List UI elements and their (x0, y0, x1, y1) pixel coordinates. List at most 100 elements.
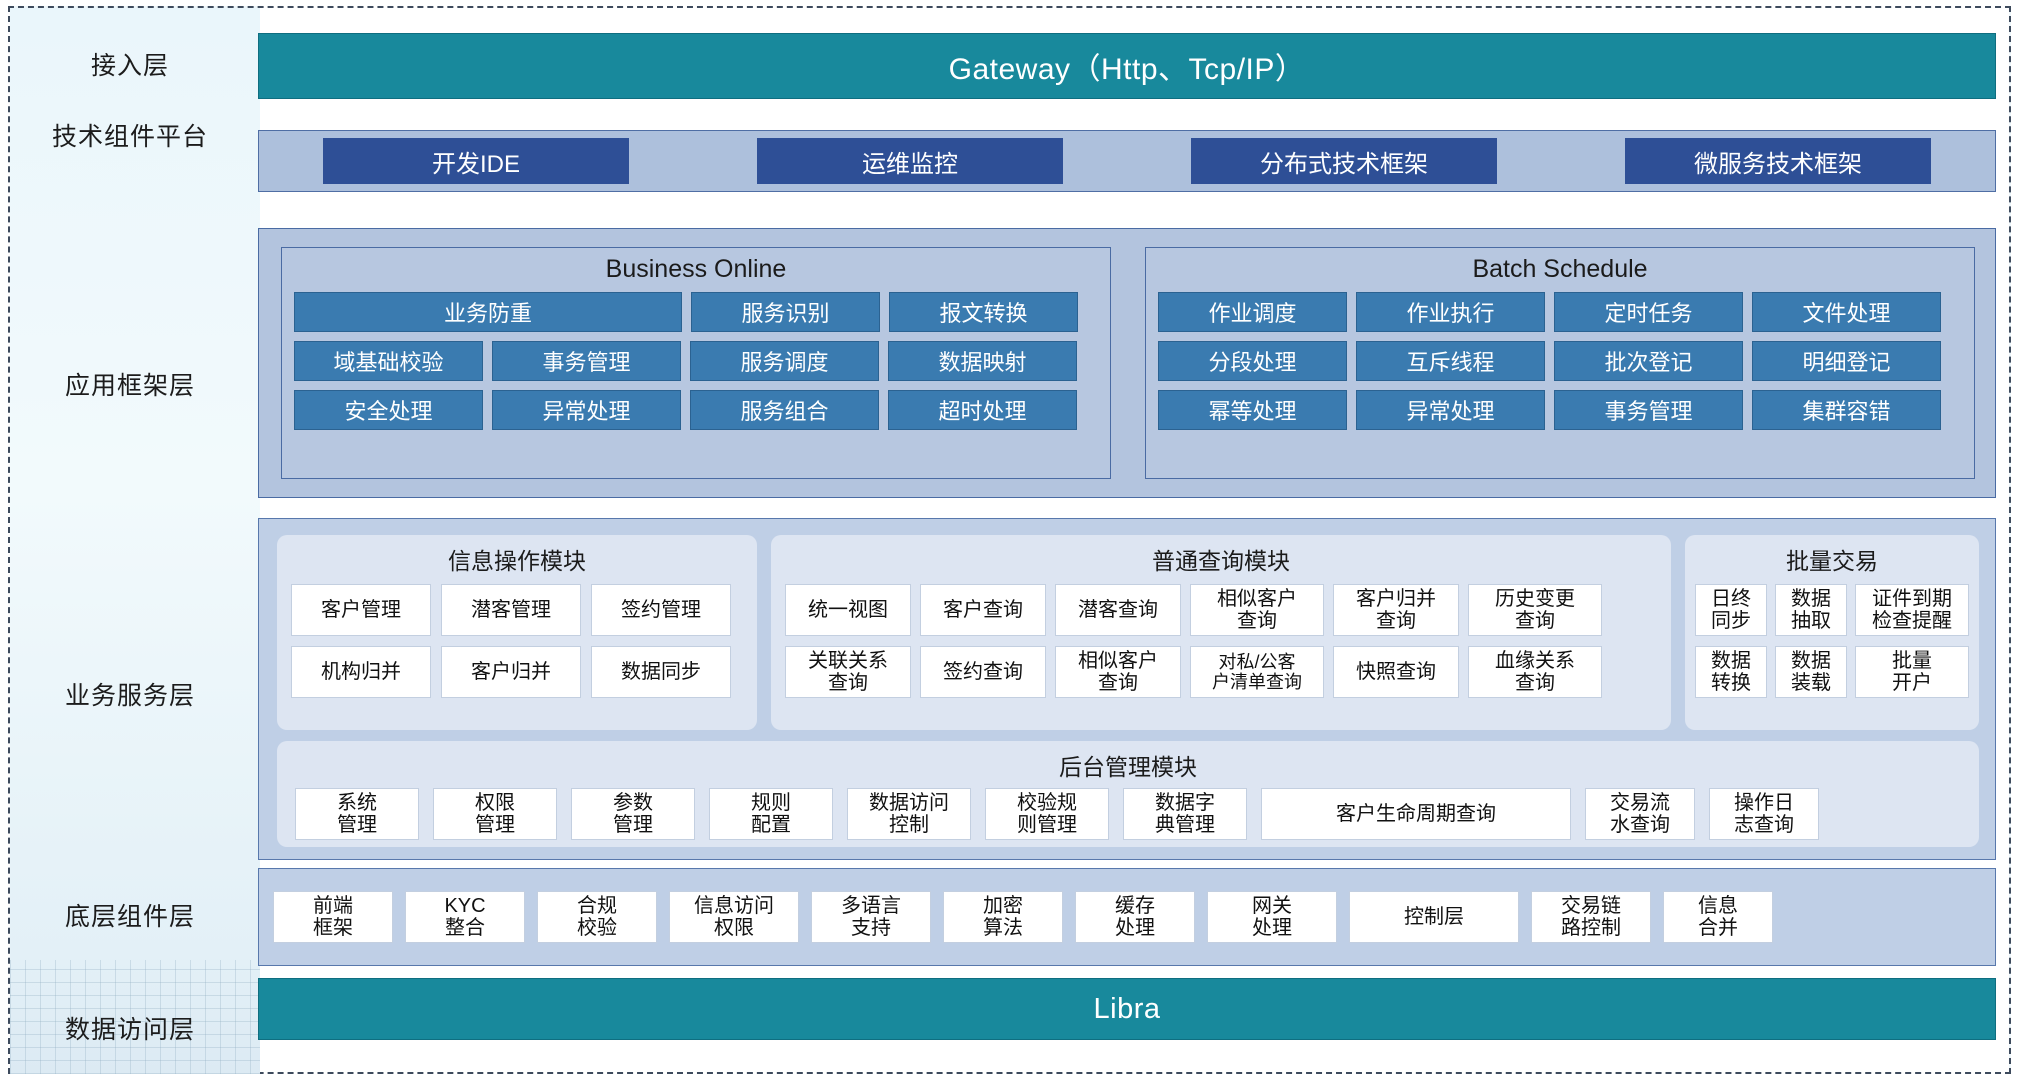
cell-rule-config[interactable]: 规则 配置 (709, 788, 833, 840)
cell-operation-log-query[interactable]: 操作日 志查询 (1709, 788, 1819, 840)
cell-similar-customer-query-1[interactable]: 相似客户 查询 (1190, 584, 1324, 636)
cell-customer-merge-query[interactable]: 客户归并 查询 (1333, 584, 1459, 636)
cell-customer-merge[interactable]: 客户归并 (441, 646, 581, 698)
cell-customer-query[interactable]: 客户查询 (920, 584, 1046, 636)
cell-relation-query[interactable]: 关联关系 查询 (785, 646, 911, 698)
cell-exception-handling-batch[interactable]: 异常处理 (1356, 390, 1545, 430)
cell-transaction-flow-query[interactable]: 交易流 水查询 (1585, 788, 1695, 840)
business-online-row-3: 安全处理 异常处理 服务组合 超时处理 (282, 390, 1110, 430)
cell-parameter-mgmt[interactable]: 参数 管理 (571, 788, 695, 840)
cell-data-mapping[interactable]: 数据映射 (888, 341, 1077, 381)
layer-label-component: 底层组件层 (64, 903, 195, 931)
layer-label-access: 接入层 (90, 52, 169, 80)
cell-transaction-mgmt[interactable]: 事务管理 (492, 341, 681, 381)
cell-security-handling[interactable]: 安全处理 (294, 390, 483, 430)
cell-segment-processing[interactable]: 分段处理 (1158, 341, 1347, 381)
business-online-row-2: 域基础校验 事务管理 服务调度 数据映射 (282, 341, 1110, 381)
cell-history-change-query[interactable]: 历史变更 查询 (1468, 584, 1602, 636)
left-grid-texture (10, 960, 260, 1074)
query-module-row-2: 关联关系 查询 签约查询 相似客户 查询 对私/公客 户清单查询 快照查询 血缘… (771, 646, 1671, 698)
cell-encryption-algorithm[interactable]: 加密 算法 (943, 891, 1063, 943)
cell-customer-lifecycle-query[interactable]: 客户生命周期查询 (1261, 788, 1571, 840)
cell-data-load[interactable]: 数据 装载 (1775, 646, 1847, 698)
cell-detail-register[interactable]: 明细登记 (1752, 341, 1941, 381)
cell-batch-account-open[interactable]: 批量 开户 (1855, 646, 1969, 698)
cell-prospect-query[interactable]: 潜客查询 (1055, 584, 1181, 636)
gateway-bar[interactable]: Gateway（Http、Tcp/IP） (258, 33, 1996, 99)
cell-lineage-relation-query[interactable]: 血缘关系 查询 (1468, 646, 1602, 698)
cell-snapshot-query[interactable]: 快照查询 (1333, 646, 1459, 698)
cell-data-transform[interactable]: 数据 转换 (1695, 646, 1767, 698)
cell-info-merge[interactable]: 信息 合并 (1663, 891, 1773, 943)
info-module-row-1: 客户管理 潜客管理 签约管理 (277, 584, 757, 636)
cell-frontend-framework[interactable]: 前端 框架 (273, 891, 393, 943)
backend-admin-title: 后台管理模块 (1059, 754, 1197, 780)
business-online-group: Business Online 业务防重 服务识别 报文转换 域基础校验 事务管… (281, 247, 1111, 479)
cell-data-access-control[interactable]: 数据访问 控制 (847, 788, 971, 840)
cell-contract-query[interactable]: 签约查询 (920, 646, 1046, 698)
batch-transaction-title: 批量交易 (1786, 548, 1878, 574)
cell-gateway-handling[interactable]: 网关 处理 (1207, 891, 1337, 943)
business-service-panel: 信息操作模块 客户管理 潜客管理 签约管理 机构归并 客户归并 数据同步 普通查… (258, 518, 1996, 860)
cell-multilanguage-support[interactable]: 多语言 支持 (811, 891, 931, 943)
cell-private-public-customer-list-query[interactable]: 对私/公客 户清单查询 (1190, 646, 1324, 698)
cell-similar-customer-query-2[interactable]: 相似客户 查询 (1055, 646, 1181, 698)
cell-service-composition[interactable]: 服务组合 (690, 390, 879, 430)
cell-prospect-mgmt[interactable]: 潜客管理 (441, 584, 581, 636)
data-access-title: Libra (1093, 992, 1161, 1025)
cell-file-processing[interactable]: 文件处理 (1752, 292, 1941, 332)
cell-data-extract[interactable]: 数据 抽取 (1775, 584, 1847, 636)
app-framework-panel: Business Online 业务防重 服务识别 报文转换 域基础校验 事务管… (258, 228, 1996, 498)
cell-transaction-chain-control[interactable]: 交易链 路控制 (1531, 891, 1651, 943)
cell-exception-handling-online[interactable]: 异常处理 (492, 390, 681, 430)
cell-org-merge[interactable]: 机构归并 (291, 646, 431, 698)
batch-module-row-1: 日终 同步 数据 抽取 证件到期 检查提醒 (1685, 584, 1979, 636)
cell-batch-register[interactable]: 批次登记 (1554, 341, 1743, 381)
cell-cluster-fault-tolerance[interactable]: 集群容错 (1752, 390, 1941, 430)
cell-eod-sync[interactable]: 日终 同步 (1695, 584, 1767, 636)
cell-permission-mgmt[interactable]: 权限 管理 (433, 788, 557, 840)
info-module-row-2: 机构归并 客户归并 数据同步 (277, 646, 757, 698)
cell-compliance-check[interactable]: 合规 校验 (537, 891, 657, 943)
layer-label-data-access: 数据访问层 (64, 1016, 195, 1044)
cell-job-execute[interactable]: 作业执行 (1356, 292, 1545, 332)
cell-kyc-integration[interactable]: KYC 整合 (405, 891, 525, 943)
cell-unified-view[interactable]: 统一视图 (785, 584, 911, 636)
cell-idempotent-handling[interactable]: 幂等处理 (1158, 390, 1347, 430)
cell-cache-handling[interactable]: 缓存 处理 (1075, 891, 1195, 943)
common-query-title: 普通查询模块 (1152, 548, 1290, 574)
info-operation-title: 信息操作模块 (448, 548, 586, 574)
cell-message-transform[interactable]: 报文转换 (889, 292, 1078, 332)
batch-schedule-row-1: 作业调度 作业执行 定时任务 文件处理 (1146, 292, 1974, 332)
business-online-title: Business Online (605, 255, 787, 283)
cell-domain-base-validate[interactable]: 域基础校验 (294, 341, 483, 381)
cell-data-sync[interactable]: 数据同步 (591, 646, 731, 698)
cell-service-dispatch[interactable]: 服务调度 (690, 341, 879, 381)
data-access-bar[interactable]: Libra (258, 978, 1996, 1040)
left-label-background (10, 8, 260, 1072)
cell-info-access-permission[interactable]: 信息访问 权限 (669, 891, 799, 943)
cell-timeout-handling[interactable]: 超时处理 (888, 390, 1077, 430)
cell-contract-mgmt[interactable]: 签约管理 (591, 584, 731, 636)
cell-customer-mgmt[interactable]: 客户管理 (291, 584, 431, 636)
tech-chip-ide[interactable]: 开发IDE (323, 138, 629, 184)
cell-timed-task[interactable]: 定时任务 (1554, 292, 1743, 332)
tech-platform-band: 开发IDE 运维监控 分布式技术框架 微服务技术框架 (258, 130, 1996, 192)
cell-validation-rule-mgmt[interactable]: 校验规 则管理 (985, 788, 1109, 840)
cell-mutex-thread[interactable]: 互斥线程 (1356, 341, 1545, 381)
cell-data-dictionary-mgmt[interactable]: 数据字 典管理 (1123, 788, 1247, 840)
cell-cert-expiry-reminder[interactable]: 证件到期 检查提醒 (1855, 584, 1969, 636)
tech-chip-distributed-framework[interactable]: 分布式技术框架 (1191, 138, 1497, 184)
cell-service-identify[interactable]: 服务识别 (691, 292, 880, 332)
tech-chip-microservice-framework[interactable]: 微服务技术框架 (1625, 138, 1931, 184)
cell-control-layer[interactable]: 控制层 (1349, 891, 1519, 943)
cell-business-dedup[interactable]: 业务防重 (294, 292, 682, 332)
common-query-module: 普通查询模块 统一视图 客户查询 潜客查询 相似客户 查询 客户归并 查询 历史… (771, 535, 1671, 730)
cell-job-schedule[interactable]: 作业调度 (1158, 292, 1347, 332)
batch-schedule-title: Batch Schedule (1472, 255, 1648, 283)
cell-system-mgmt[interactable]: 系统 管理 (295, 788, 419, 840)
info-operation-module: 信息操作模块 客户管理 潜客管理 签约管理 机构归并 客户归并 数据同步 (277, 535, 757, 730)
tech-chip-ops-monitor[interactable]: 运维监控 (757, 138, 1063, 184)
cell-transaction-mgmt-batch[interactable]: 事务管理 (1554, 390, 1743, 430)
layer-label-business-service: 业务服务层 (64, 682, 195, 710)
